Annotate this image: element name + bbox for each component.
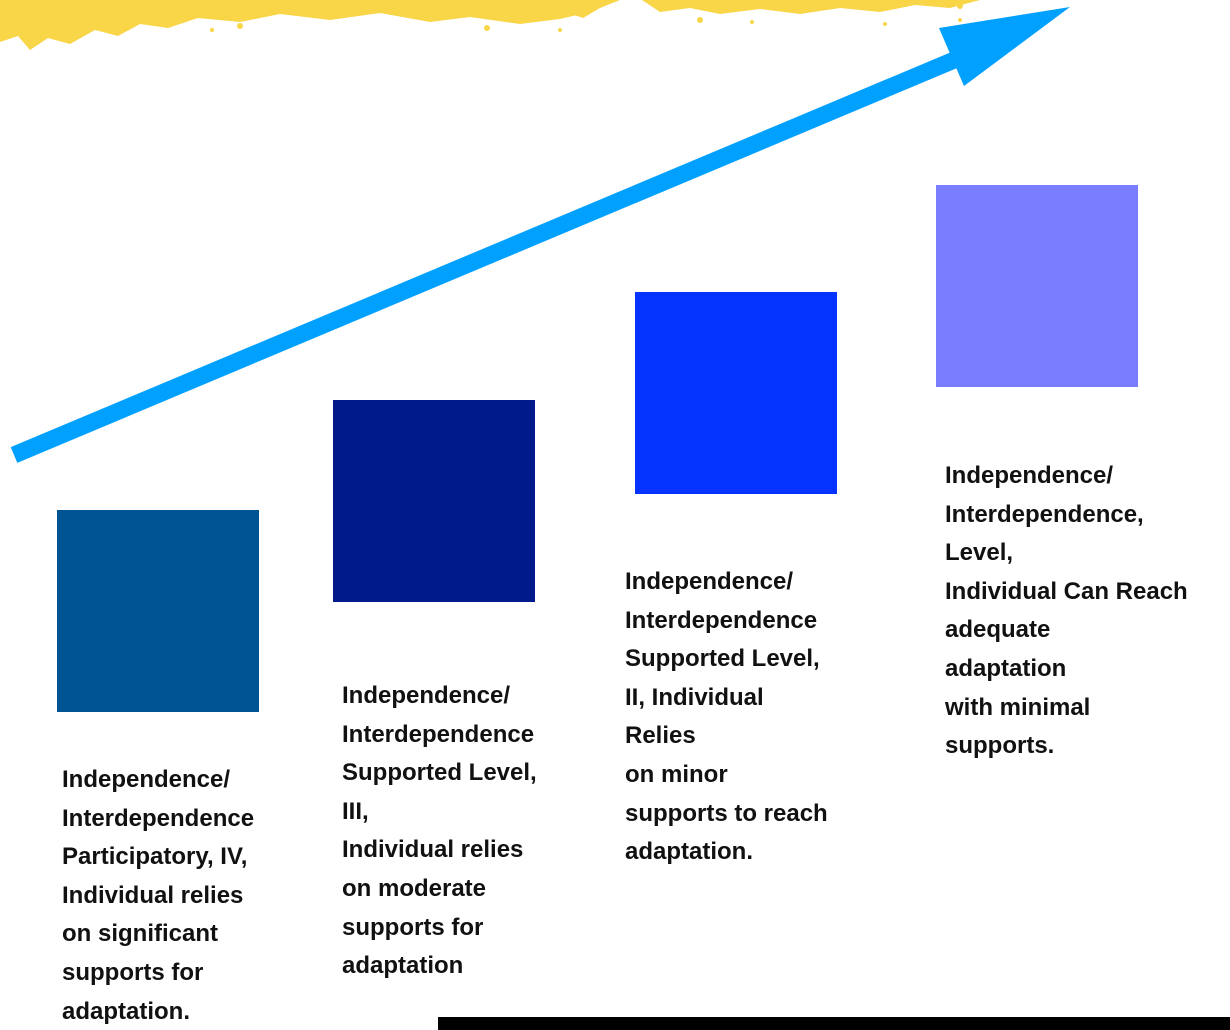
level-2-square: [635, 292, 837, 494]
level-4-description: Independence/ Interdependence Participat…: [62, 766, 255, 1025]
yellow-paint-splash: [0, 0, 980, 50]
splash-drop-4: [558, 28, 562, 32]
splash-shape-right: [642, 0, 980, 14]
splash-drop-7: [957, 3, 963, 9]
progress-arrow: [10, 7, 1070, 463]
level-4-square: [57, 510, 259, 712]
arrow-head: [939, 7, 1070, 86]
splash-drop-5: [697, 17, 703, 23]
splash-drop-3: [484, 25, 490, 31]
splash-drop-6: [750, 20, 754, 24]
arrow-shaft: [10, 37, 994, 463]
level-1-description: Independence/ Interdependence, Level, In…: [945, 462, 1188, 760]
level-2-description: Independence/ Interdependence Supported …: [625, 568, 828, 866]
splash-shape-left: [0, 0, 620, 50]
splash-drop-1: [237, 23, 243, 29]
splash-drop-2: [210, 28, 214, 32]
splash-drop-8: [958, 18, 962, 22]
level-1-square: [936, 185, 1138, 387]
level-3-description: Independence/ Interdependence Supported …: [342, 682, 537, 980]
bottom-black-bar: [438, 1017, 1230, 1030]
splash-drop-9: [883, 22, 887, 26]
level-3-square: [333, 400, 535, 602]
